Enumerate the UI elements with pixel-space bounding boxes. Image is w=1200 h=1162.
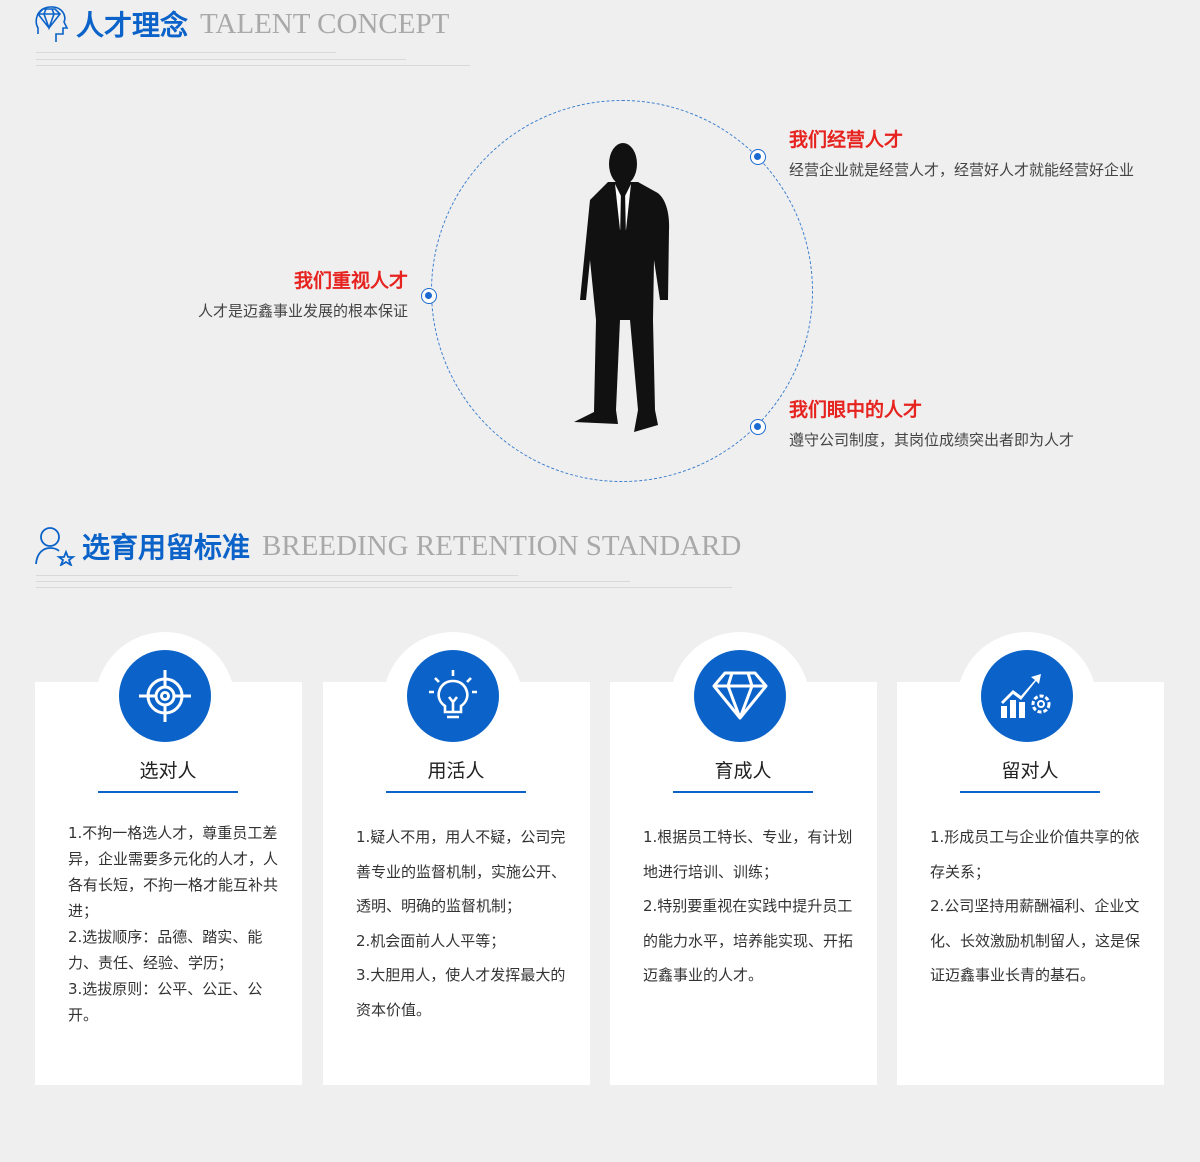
concept-desc: 遵守公司制度，其岗位成绩突出者即为人才	[789, 431, 1075, 449]
card-text-line: 3.大胆用人，使人才发挥最大的资本价值。	[356, 966, 566, 1019]
standard-card: 选对人 1.不拘一格选人才，尊重员工差异，企业需要多元化的人才，人各有长短，不拘一…	[35, 682, 302, 1085]
card-text-line: 2.公司坚持用薪酬福利、企业文化、长效激励机制留人，这是保证迈鑫事业长青的基石。	[930, 897, 1141, 984]
card-title: 选对人	[98, 756, 238, 793]
card-title: 留对人	[960, 756, 1100, 793]
target-icon	[119, 650, 211, 742]
card-text-line: 2.选拔顺序：品德、踏实、能力、责任、经验、学历；	[68, 928, 263, 972]
talent-concept-header: 人才理念 TALENT CONCEPT	[34, 4, 449, 44]
concept-marker	[421, 288, 437, 304]
standard-card: 育成人 1.根据员工特长、专业，有计划地进行培训、训练； 2.特别要重视在实践中提升…	[610, 682, 877, 1085]
card-text: 1.疑人不用，用人不疑，公司完善专业的监督机制，实施公开、透明、明确的监督机制；…	[356, 820, 566, 1027]
card-text-line: 1.不拘一格选人才，尊重员工差异，企业需要多元化的人才，人各有长短，不拘一格才能…	[68, 824, 279, 920]
card-text-line: 1.根据员工特长、专业，有计划地进行培训、训练；	[643, 828, 853, 881]
divider	[36, 575, 518, 576]
concept-desc: 经营企业就是经营人才，经营好人才就能经营好企业	[789, 161, 1135, 179]
section-title-en: TALENT CONCEPT	[200, 7, 450, 40]
section-title-cn: 选育用留标准	[82, 531, 251, 564]
divider	[36, 65, 470, 66]
card-text: 1.根据员工特长、专业，有计划地进行培训、训练； 2.特别要重视在实践中提升员工的…	[643, 820, 853, 993]
card-title: 育成人	[673, 756, 813, 793]
diamond-icon	[694, 650, 786, 742]
standard-card: 留对人 1.形成员工与企业价值共享的依存关系； 2.公司坚持用薪酬福利、企业文化、长…	[897, 682, 1164, 1085]
card-text-line: 2.特别要重视在实践中提升员工的能力水平，培养能实现、开拓迈鑫事业的人才。	[643, 897, 854, 984]
concept-title: 我们经营人才	[789, 129, 904, 151]
card-text-line: 3.选拔原则：公平、公正、公开。	[68, 980, 263, 1024]
user-star-icon	[35, 527, 76, 566]
concept-title: 我们重视人才	[293, 270, 408, 292]
card-text-line: 2.机会面前人人平等；	[356, 931, 506, 950]
diamond-head-icon	[35, 6, 69, 42]
card-text: 1.形成员工与企业价值共享的依存关系； 2.公司坚持用薪酬福利、企业文化、长效激励…	[930, 820, 1140, 993]
divider	[36, 59, 406, 60]
card-title: 用活人	[386, 756, 526, 793]
concept-desc: 人才是迈鑫事业发展的根本保证	[197, 302, 408, 320]
concept-title: 我们眼中的人才	[789, 399, 923, 421]
standard-card: 用活人 1.疑人不用，用人不疑，公司完善专业的监督机制，实施公开、透明、明确的监督…	[323, 682, 590, 1085]
divider	[36, 52, 336, 53]
card-text-line: 1.疑人不用，用人不疑，公司完善专业的监督机制，实施公开、透明、明确的监督机制；	[356, 828, 567, 915]
concept-marker	[750, 419, 766, 435]
card-text: 1.不拘一格选人才，尊重员工差异，企业需要多元化的人才，人各有长短，不拘一格才能…	[68, 820, 278, 1028]
concept-marker	[750, 149, 766, 165]
standard-header: 选育用留标准 BREEDING RETENTION STANDARD	[34, 526, 741, 566]
lightbulb-icon	[407, 650, 499, 742]
section-title-en: BREEDING RETENTION STANDARD	[262, 529, 742, 562]
card-text-line: 1.形成员工与企业价值共享的依存关系；	[930, 828, 1140, 881]
businessman-silhouette	[574, 143, 670, 432]
divider	[36, 581, 630, 582]
divider	[36, 587, 732, 588]
growth-chart-icon	[981, 650, 1073, 742]
section-title-cn: 人才理念	[76, 9, 189, 42]
